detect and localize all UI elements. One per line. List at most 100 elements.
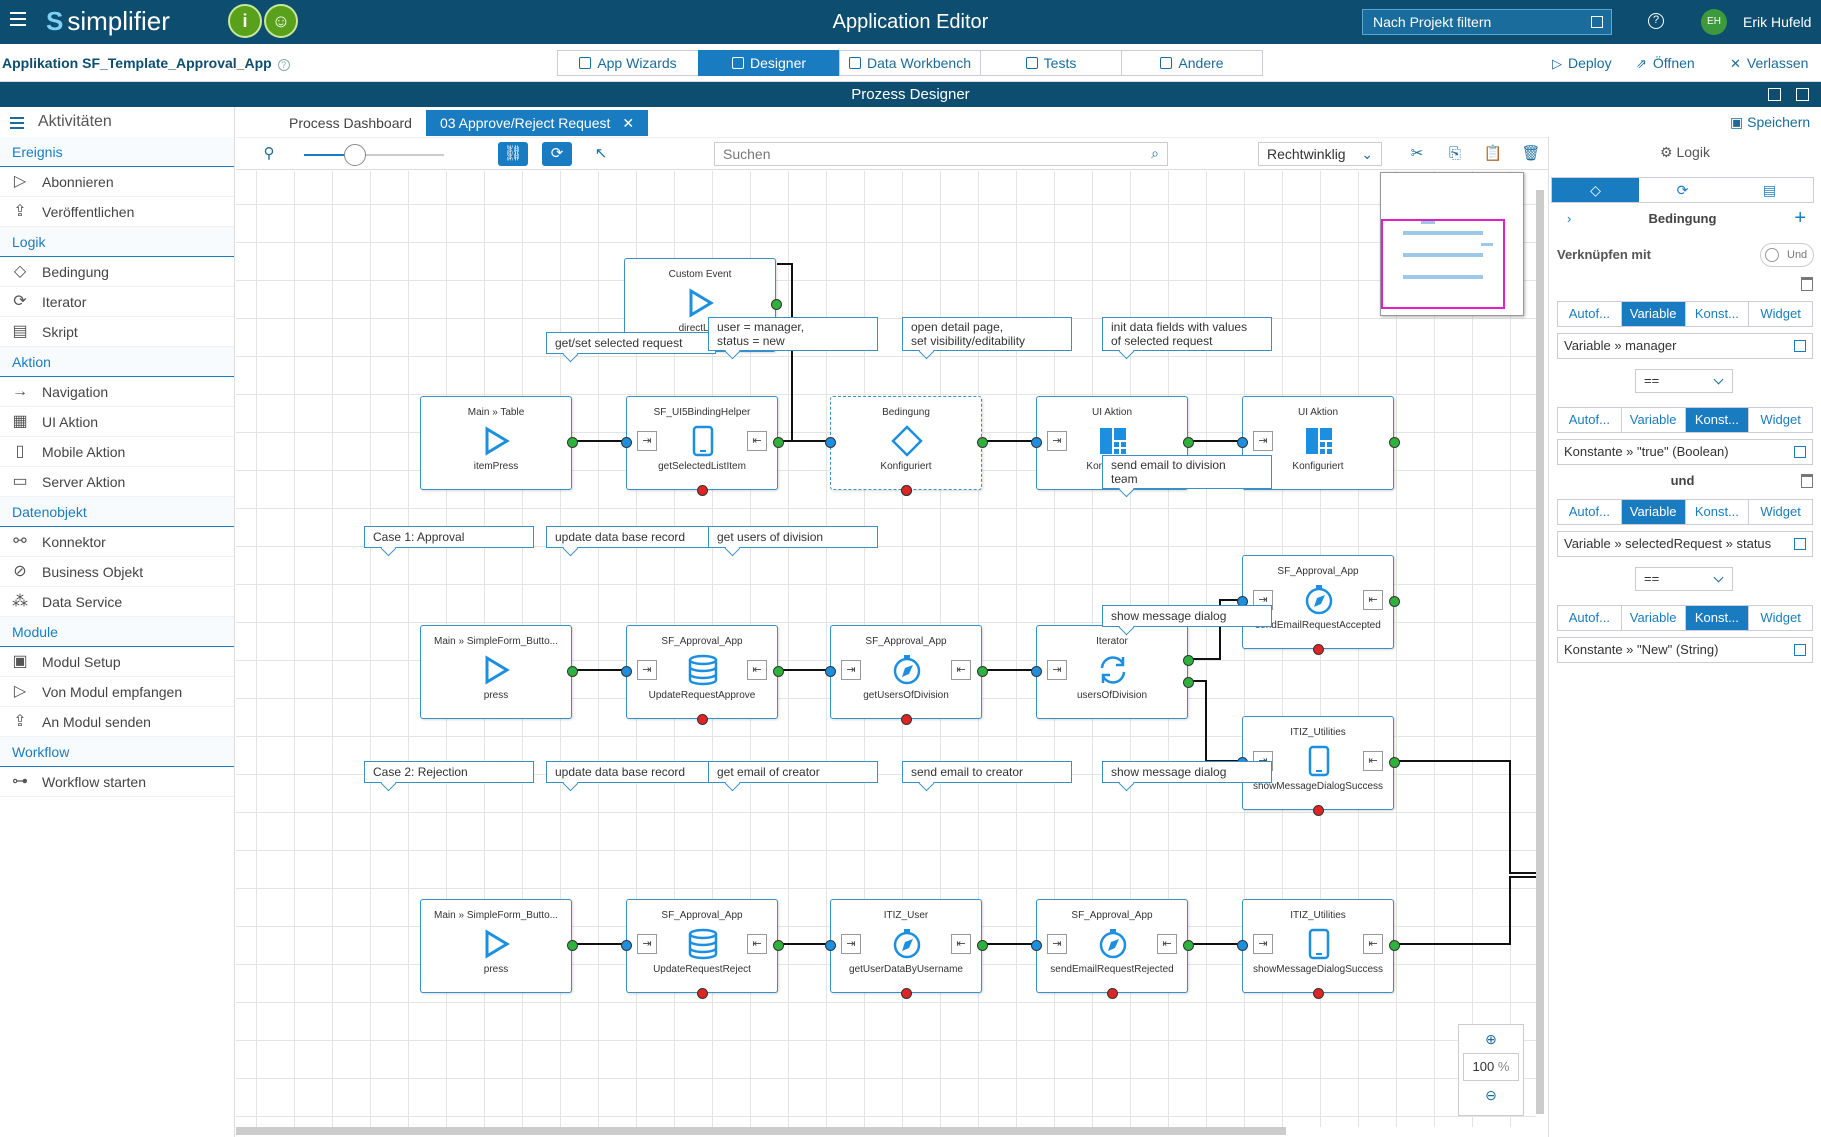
tab-data-workbench[interactable]: Data Workbench <box>839 50 981 76</box>
output-port[interactable] <box>1389 596 1400 607</box>
annotation-note[interactable]: show message dialog <box>1102 605 1272 627</box>
activity-item[interactable]: ⚯Konnektor <box>0 527 234 557</box>
operand-field-4[interactable]: Konstante » "New" (String) <box>1557 637 1813 663</box>
input-port[interactable] <box>1031 437 1042 448</box>
variable-option[interactable]: Variable <box>1621 500 1686 524</box>
connection-line[interactable] <box>1394 760 1536 874</box>
error-port[interactable] <box>697 485 708 496</box>
activity-item[interactable]: →Navigation <box>0 377 234 407</box>
activity-item[interactable]: ◇Bedingung <box>0 257 234 287</box>
constant-option[interactable]: Konst... <box>1685 408 1750 432</box>
trash-icon[interactable] <box>1801 474 1813 488</box>
save-button[interactable]: ▣ Speichern <box>1730 114 1811 130</box>
autofill-option[interactable]: Autof... <box>1558 500 1622 524</box>
zoom-value[interactable]: 100 % <box>1463 1053 1519 1081</box>
annotation-note[interactable]: send email to creator <box>902 761 1072 783</box>
zoom-slider[interactable] <box>304 144 444 166</box>
input-mapping-icon[interactable]: ⇥ <box>1047 660 1067 680</box>
deploy-button[interactable]: ▷Deploy <box>1552 55 1612 71</box>
output-mapping-icon[interactable]: ⇤ <box>1157 934 1177 954</box>
annotation-note[interactable]: Case 1: Approval <box>364 526 534 548</box>
output-port[interactable] <box>567 437 578 448</box>
output-mapping-icon[interactable]: ⇤ <box>747 660 767 680</box>
input-port[interactable] <box>1031 666 1042 677</box>
output-mapping-icon[interactable]: ⇤ <box>747 934 767 954</box>
output-port[interactable] <box>977 437 988 448</box>
link-icon[interactable] <box>1794 538 1806 550</box>
zoom-slider-handle[interactable] <box>344 144 366 166</box>
output-mapping-icon[interactable]: ⇤ <box>951 934 971 954</box>
activity-item[interactable]: ⊘Business Objekt <box>0 557 234 587</box>
output-mapping-icon[interactable]: ⇤ <box>1363 751 1383 771</box>
zoom-in-icon[interactable]: ⊕ <box>1485 1031 1497 1047</box>
widget-option[interactable]: Widget <box>1760 306 1801 321</box>
output-port[interactable] <box>1183 940 1194 951</box>
tab-app-wizards[interactable]: App Wizards <box>557 50 699 76</box>
output-port[interactable] <box>1183 655 1194 666</box>
input-port[interactable] <box>621 437 632 448</box>
activity-item[interactable]: ▣Modul Setup <box>0 647 234 677</box>
input-port[interactable] <box>825 940 836 951</box>
output-mapping-icon[interactable]: ⇤ <box>747 431 767 451</box>
input-port[interactable] <box>825 437 836 448</box>
annotation-note[interactable]: get email of creator <box>708 761 878 783</box>
output-port[interactable] <box>1183 437 1194 448</box>
error-port[interactable] <box>1313 805 1324 816</box>
output-port[interactable] <box>567 666 578 677</box>
input-mapping-icon[interactable]: ⇥ <box>1047 934 1067 954</box>
minimap-viewport[interactable] <box>1381 219 1505 309</box>
pointer-button[interactable]: ↖ <box>594 145 608 162</box>
annotation-note[interactable]: user = manager, status = new <box>708 317 878 351</box>
input-port[interactable] <box>1031 940 1042 951</box>
annotation-note[interactable]: get users of division <box>708 526 878 548</box>
help-icon[interactable]: ? <box>277 59 290 71</box>
activity-item[interactable]: ⇪An Modul senden <box>0 707 234 737</box>
tab-designer[interactable]: Designer <box>698 50 840 76</box>
error-port[interactable] <box>697 988 708 999</box>
operator-select-1[interactable]: == <box>1635 369 1733 393</box>
operand-field-2[interactable]: Konstante » "true" (Boolean) <box>1557 439 1813 465</box>
operand-field-3[interactable]: Variable » selectedRequest » status <box>1557 531 1813 557</box>
annotation-note[interactable]: send email to division team <box>1102 455 1272 489</box>
activity-item[interactable]: ⟳Iterator <box>0 287 234 317</box>
output-mapping-icon[interactable]: ⇤ <box>1363 934 1383 954</box>
cut-icon[interactable]: ✂ <box>1410 145 1424 162</box>
tab-approve-reject[interactable]: 03 Approve/Reject Request✕ <box>425 110 649 136</box>
connection-line[interactable] <box>777 263 830 442</box>
close-icon[interactable]: ✕ <box>622 115 635 131</box>
output-port[interactable] <box>1389 757 1400 768</box>
tab-iterator[interactable]: ⟳ <box>1676 182 1689 198</box>
activity-item[interactable]: ▯Mobile Aktion <box>0 437 234 467</box>
output-mapping-icon[interactable]: ⇤ <box>1363 590 1383 610</box>
tab-script[interactable]: ▤ <box>1762 182 1777 198</box>
connector-style-select[interactable]: Rechtwinklig⌄ <box>1258 142 1382 166</box>
link-icon[interactable] <box>1794 340 1806 352</box>
output-port[interactable] <box>1183 677 1194 688</box>
copy-icon[interactable]: ⎘ <box>1448 145 1461 162</box>
link-icon[interactable] <box>1794 644 1806 656</box>
widget-option[interactable]: Widget <box>1760 504 1801 519</box>
input-port[interactable] <box>1237 940 1248 951</box>
activity-item[interactable]: ▦UI Aktion <box>0 407 234 437</box>
input-mapping-icon[interactable]: ⇥ <box>1253 934 1273 954</box>
constant-option[interactable]: Konst... <box>1685 606 1750 630</box>
output-port[interactable] <box>977 940 988 951</box>
zoom-out-icon[interactable]: ⊖ <box>1485 1087 1497 1103</box>
autofill-option[interactable]: Autof... <box>1558 606 1622 630</box>
input-mapping-icon[interactable]: ⇥ <box>637 660 657 680</box>
process-node[interactable]: Main » SimpleForm_Butto...press <box>420 899 572 993</box>
error-port[interactable] <box>697 714 708 725</box>
annotation-note[interactable]: update data base record <box>546 526 716 548</box>
tab-tests[interactable]: Tests <box>980 50 1122 76</box>
variable-option[interactable]: Variable <box>1622 408 1686 432</box>
input-port[interactable] <box>1237 437 1248 448</box>
add-icon[interactable]: + <box>1794 207 1806 229</box>
output-port[interactable] <box>567 940 578 951</box>
annotation-note[interactable]: show message dialog <box>1102 761 1272 783</box>
input-mapping-icon[interactable]: ⇥ <box>637 431 657 451</box>
